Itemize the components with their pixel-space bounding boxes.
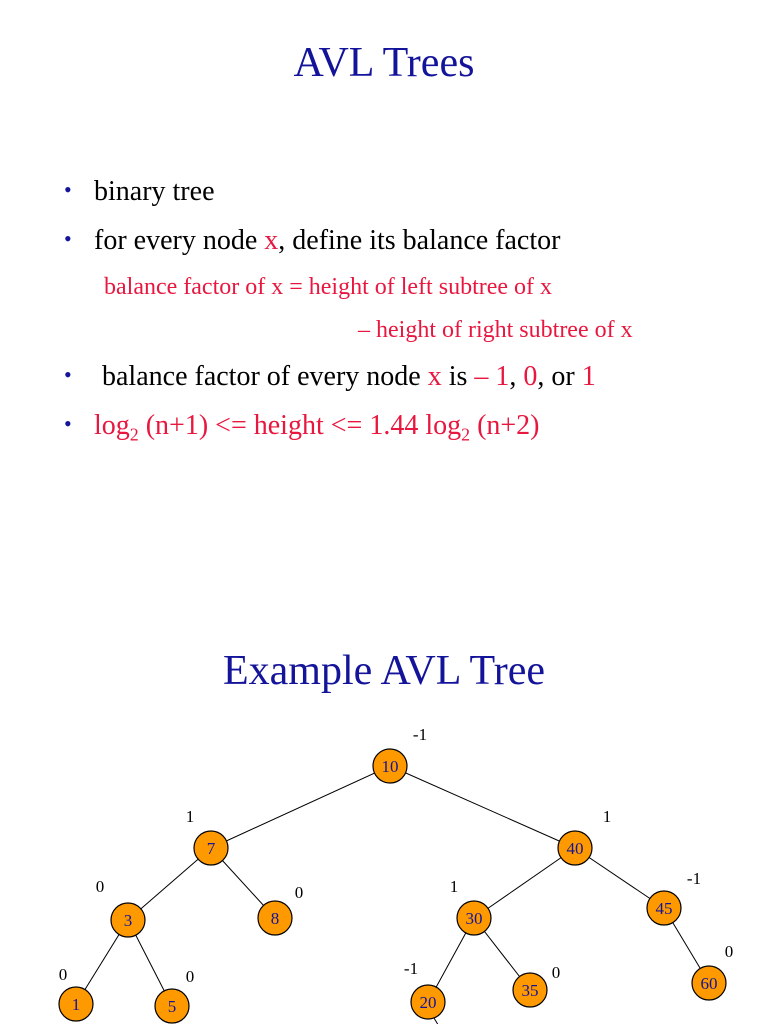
- tree-node-circle: [257, 900, 293, 936]
- tree-node-circle: [456, 900, 492, 936]
- tree-node: 80: [257, 883, 304, 936]
- formula-line-1: balance factor of x = height of left sub…: [104, 274, 553, 300]
- tree-node: 30: [96, 877, 146, 938]
- tree-edge: [473, 847, 576, 919]
- tree-node-circle: [512, 972, 548, 1008]
- balance-factor-label: 1: [603, 807, 612, 826]
- tree-edge: [210, 765, 391, 849]
- tree-node: 45 -1: [646, 869, 701, 926]
- tree-node-circle: [691, 965, 727, 1001]
- bullet-balance-factor-definition: • for every node x, define its balance fa…: [64, 227, 560, 255]
- tree-node: 10: [58, 965, 94, 1022]
- tree-node-key: 45: [656, 899, 673, 918]
- variable-x: x: [264, 225, 279, 256]
- balance-factor-label: 0: [295, 883, 304, 902]
- balance-factor-label: 0: [59, 965, 68, 984]
- bullet-balance-range: • balance factor of every node x is – 1 , …: [64, 363, 596, 391]
- tree-node-key: 60: [701, 974, 718, 993]
- tree-node: 40 1: [557, 807, 612, 866]
- value-minus-one: – 1: [474, 361, 510, 392]
- tree-node-circle: [154, 988, 190, 1024]
- bullet-dot-icon: •: [64, 226, 72, 251]
- bullet-text: for every node: [94, 225, 265, 256]
- tree-node-key: 40: [567, 839, 584, 858]
- tree-node-key: 7: [207, 839, 216, 858]
- balance-factor-label: 0: [552, 963, 561, 982]
- tree-node: 30 1: [450, 877, 492, 936]
- balance-factor-label: 0: [186, 967, 195, 986]
- tree-node-circle: [410, 984, 446, 1020]
- tree-node: 50: [154, 967, 195, 1024]
- tree-node-key: 35: [522, 981, 539, 1000]
- tree-node-key: 20: [420, 993, 437, 1012]
- separator: , or: [537, 361, 582, 392]
- tree-node: 35 0: [512, 963, 561, 1008]
- balance-factor-label: 1: [450, 877, 459, 896]
- formula-part: (n+1) <= height <= 1.44 log: [138, 410, 462, 441]
- balance-factor-label: 1: [186, 807, 195, 826]
- tree-node-circle: [193, 830, 229, 866]
- tree-node: 20-1: [404, 959, 446, 1020]
- tree-node-key: 30: [466, 909, 483, 928]
- tree-node-circle: [58, 986, 94, 1022]
- value-zero: 0: [523, 361, 538, 392]
- subscript: 2: [129, 424, 139, 445]
- value-one: 1: [581, 361, 596, 392]
- tree-node-key: 3: [124, 911, 133, 930]
- bullet-dot-icon: •: [64, 411, 72, 436]
- bullet-binary-tree: • binary tree: [64, 178, 215, 206]
- formula-part: log: [94, 410, 130, 441]
- tree-node-circle: [646, 890, 682, 926]
- tree-node: 10 -1: [372, 725, 427, 784]
- tree-node-key: 1: [72, 995, 81, 1014]
- balance-factor-label: -1: [404, 959, 418, 978]
- tree-node-circle: [372, 748, 408, 784]
- tree-edge: [574, 847, 665, 909]
- bullet-text: binary tree: [94, 176, 215, 207]
- tree-edge: [433, 1017, 439, 1024]
- formula-line-2: – height of right subtree of x: [358, 317, 633, 343]
- bullet-text: , define its balance factor: [278, 225, 561, 256]
- tree-node-key: 10: [382, 757, 399, 776]
- tree-node: 71: [186, 807, 229, 866]
- tree-node-key: 8: [271, 909, 280, 928]
- balance-factor-label: 0: [725, 942, 734, 961]
- tree-node: 60 0: [691, 942, 734, 1001]
- tree-node-circle: [557, 830, 593, 866]
- slide-title-avl-trees: AVL Trees: [293, 40, 475, 86]
- bullet-text: balance factor of every node: [102, 361, 428, 392]
- balance-factor-label: -1: [413, 725, 427, 744]
- tree-node-key: 5: [168, 997, 177, 1016]
- tree-edge: [389, 765, 576, 849]
- variable-x: x: [427, 361, 442, 392]
- bullet-dot-icon: •: [64, 362, 72, 387]
- bullet-dot-icon: •: [64, 177, 72, 202]
- tree-node-circle: [110, 902, 146, 938]
- subscript: 2: [461, 424, 471, 445]
- bullet-height-bound: •log2 (n+1) <= height <= 1.44 log2 (n+2): [64, 412, 540, 444]
- slide-title-example-avl-tree: Example AVL Tree: [223, 648, 545, 694]
- formula-part: (n+2): [470, 410, 540, 441]
- balance-factor-label: 0: [96, 877, 105, 896]
- balance-factor-label: -1: [687, 869, 701, 888]
- tree-edge: [127, 847, 212, 921]
- bullet-text: is: [441, 361, 475, 392]
- separator: ,: [509, 361, 524, 392]
